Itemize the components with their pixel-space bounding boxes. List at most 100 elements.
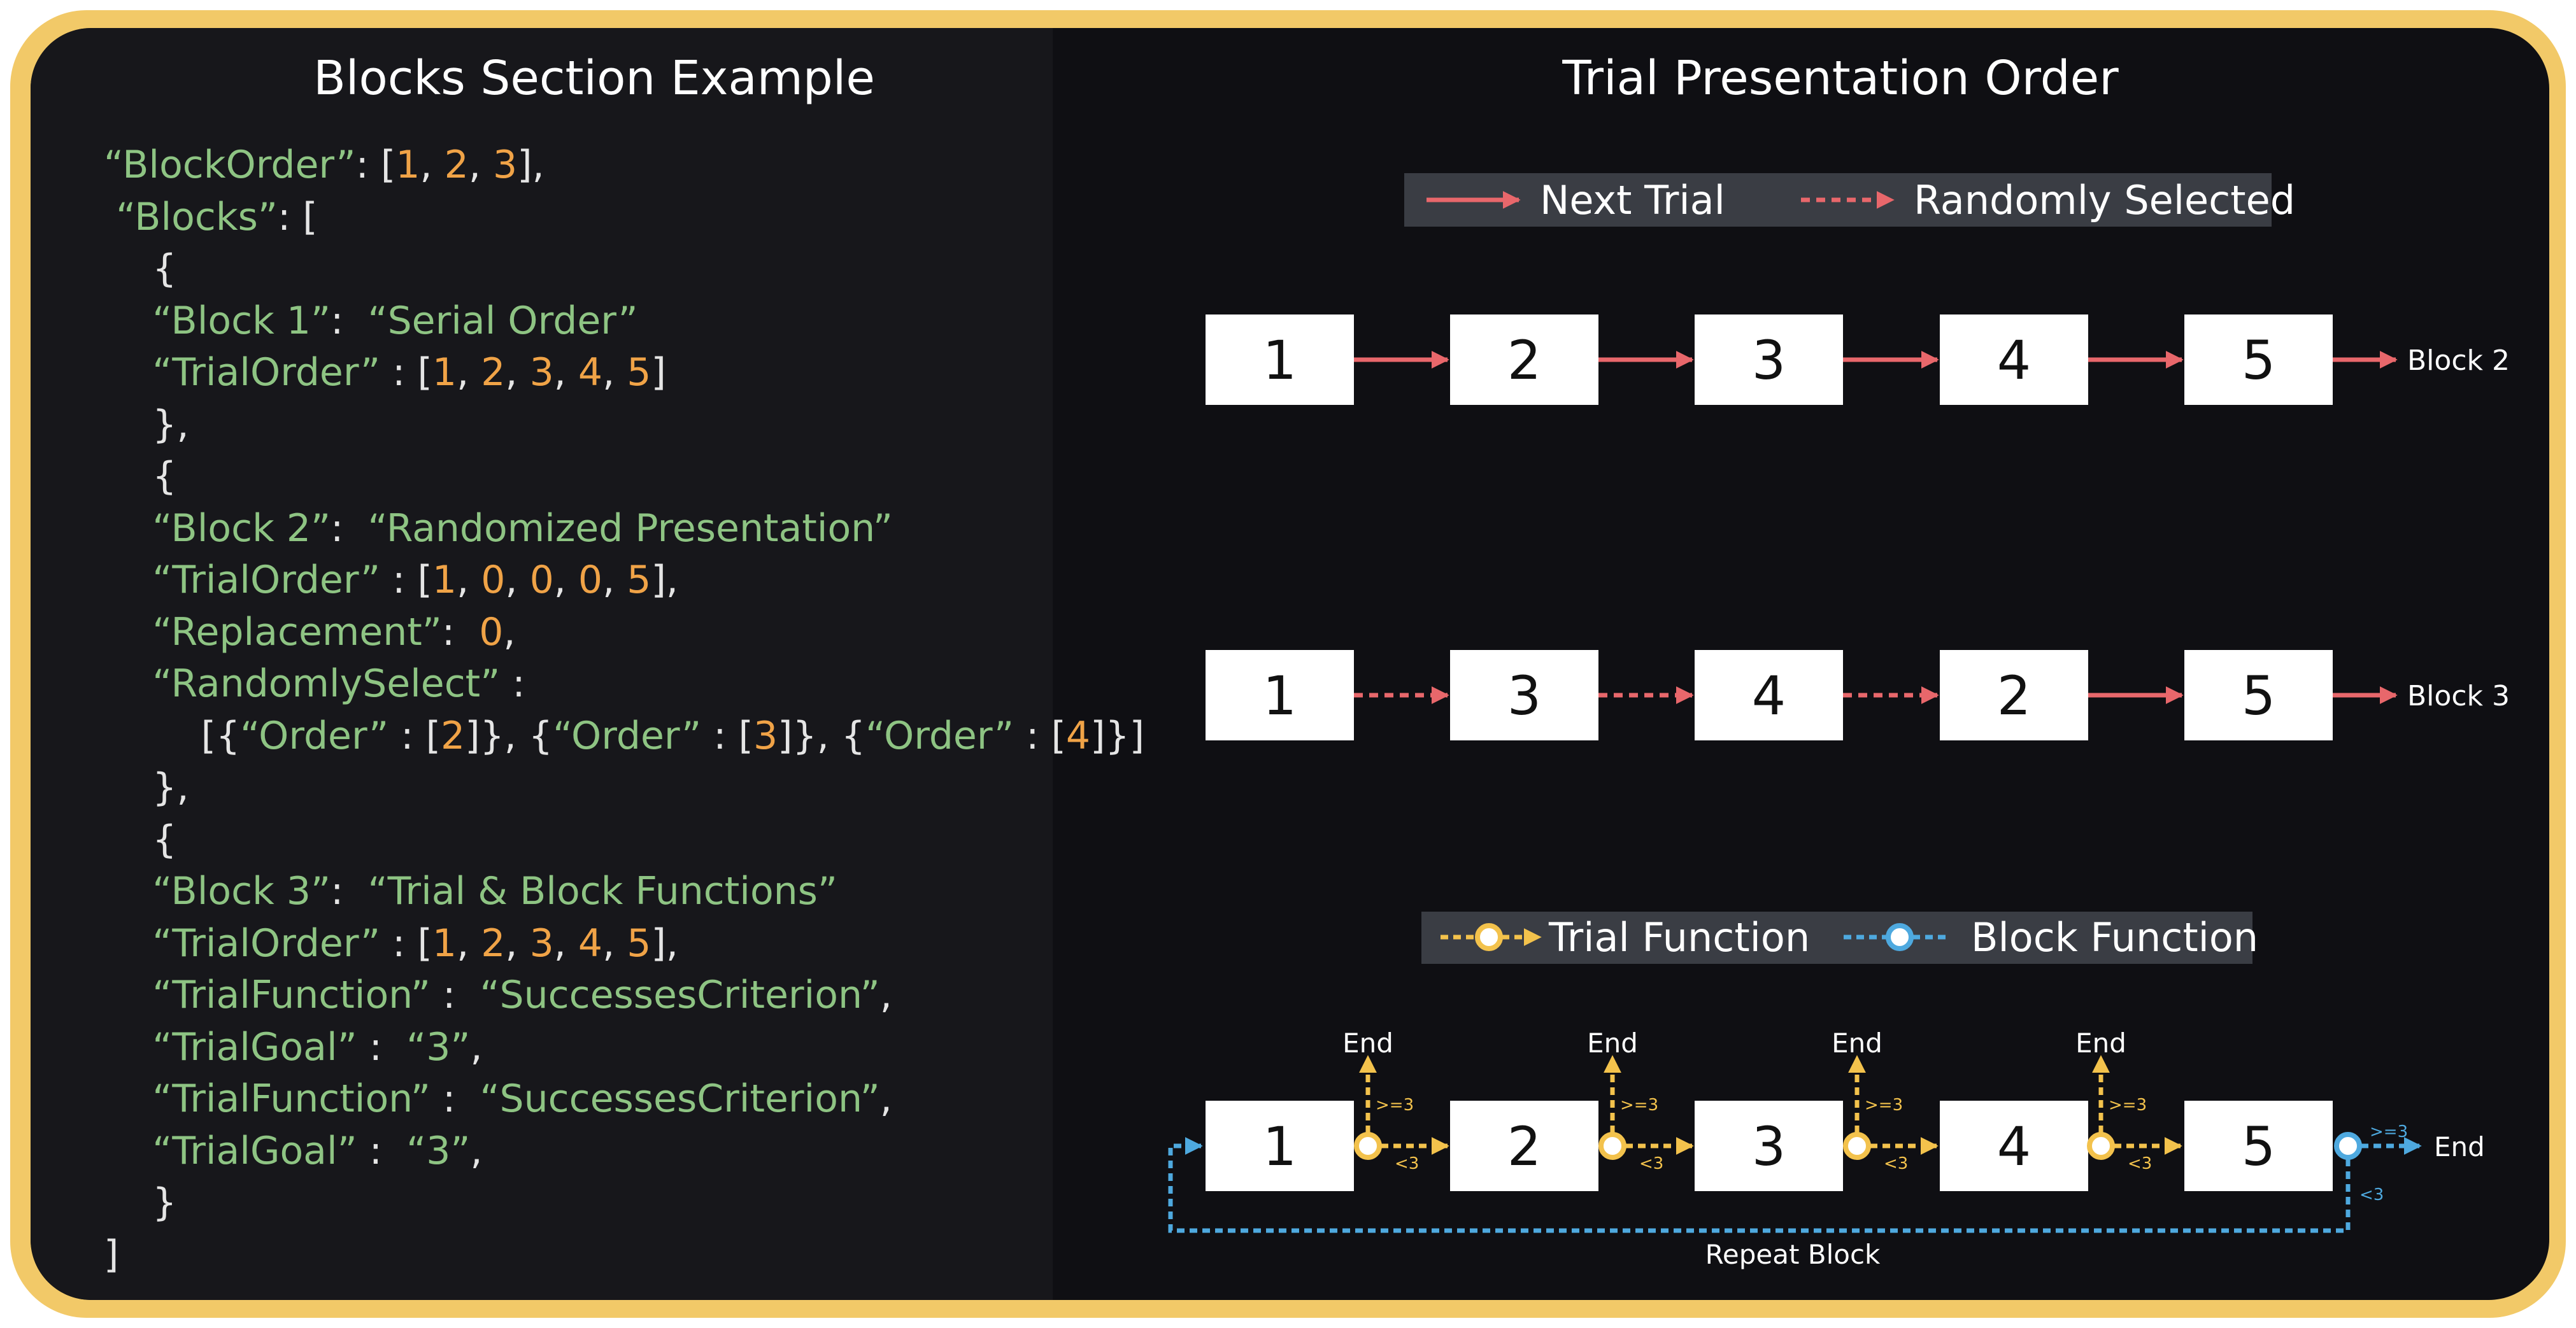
code-token: , (553, 558, 578, 602)
code-token: , (879, 973, 892, 1017)
code-token: 1 (395, 143, 420, 187)
criterion-met-label: >=3 (1865, 1096, 1903, 1115)
code-line: “Replacement”: 0, (104, 606, 515, 658)
code-token: “BlockOrder” (104, 143, 356, 187)
code-token: }, (104, 765, 189, 810)
code-token: “RandomlySelect” (104, 661, 501, 706)
trial-number: 1 (1263, 665, 1297, 727)
trial-number: 3 (1752, 1115, 1786, 1178)
code-token: “Order” (865, 713, 1014, 758)
next-block-label: Block 2 (2407, 344, 2510, 377)
code-token: 3 (529, 921, 554, 966)
trial-box (2184, 314, 2333, 405)
trial-box (1450, 1101, 1598, 1191)
code-token: : (331, 298, 368, 343)
right-panel-title: Trial Presentation Order (1562, 51, 2119, 106)
code-token: , (505, 350, 530, 395)
code-token: : [ (380, 921, 432, 966)
next-block-label: Block 3 (2407, 680, 2510, 712)
trial-number: 4 (1752, 665, 1786, 727)
code-token: 3 (529, 350, 554, 395)
left-panel-title: Blocks Section Example (313, 51, 875, 106)
code-token: , (420, 143, 445, 187)
trial-number: 4 (1997, 329, 2031, 392)
code-line: “TrialOrder” : [1, 0, 0, 0, 5], (104, 554, 678, 606)
trial-box (1450, 314, 1598, 405)
code-token: ] (651, 350, 666, 395)
criterion-not-met-label: <3 (2128, 1154, 2152, 1173)
code-line: “Block 2”: “Randomized Presentation” (104, 502, 893, 555)
code-token: “SuccessesCriterion” (480, 1077, 880, 1121)
code-token: 1 (432, 558, 457, 602)
code-token: } (104, 1180, 177, 1225)
code-token: “Replacement” (104, 609, 442, 654)
end-label: End (1587, 1028, 1638, 1059)
code-token: , (505, 558, 530, 602)
code-token: : (331, 505, 368, 551)
code-token: : (357, 1128, 407, 1173)
code-token: : [ (380, 558, 432, 602)
code-line: { (104, 243, 176, 295)
code-token: , (470, 1024, 483, 1070)
code-line: { (104, 814, 176, 866)
code-token: 5 (627, 558, 651, 602)
code-line: “RandomlySelect” : (104, 658, 525, 710)
trial-function-node (1354, 1132, 1382, 1160)
code-token: 5 (627, 921, 651, 966)
code-token: 0 (481, 558, 506, 602)
code-token: : [ (277, 194, 318, 239)
trial-number: 3 (1507, 665, 1541, 727)
code-token: , (553, 921, 578, 966)
code-token: “Serial Order” (367, 298, 638, 343)
end-label: End (1832, 1028, 1882, 1059)
code-line: “Blocks”: [ (104, 191, 318, 243)
code-token: “Randomized Presentation” (367, 505, 893, 551)
code-token: ], (651, 558, 678, 602)
code-line: [{“Order” : [2]}, {“Order” : [3]}, {“Ord… (104, 710, 1145, 762)
legend-trial-function: Trial Function (1548, 914, 1810, 961)
code-token: }, (104, 402, 189, 447)
trial-number: 1 (1263, 1115, 1297, 1178)
block-function-node-icon (1886, 923, 1914, 951)
code-token: , (457, 350, 481, 395)
code-token: “3” (406, 1024, 471, 1070)
code-token: , (505, 921, 530, 966)
code-token: “TrialFunction” (104, 1077, 431, 1121)
trial-number: 2 (1997, 665, 2031, 727)
trial-number: 3 (1752, 329, 1786, 392)
trial-function-node (1598, 1132, 1626, 1160)
code-token: : (441, 609, 480, 654)
code-line: “TrialOrder” : [1, 2, 3, 4, 5], (104, 917, 678, 970)
code-token: 3 (493, 143, 518, 187)
code-token: “TrialOrder” (104, 350, 381, 395)
code-token: : [ (388, 713, 441, 758)
code-token: “TrialGoal” (104, 1024, 357, 1070)
code-token: 2 (444, 143, 469, 187)
trial-number: 1 (1263, 329, 1297, 392)
trial-number: 5 (2242, 1115, 2275, 1178)
trial-number: 2 (1507, 1115, 1541, 1178)
code-token: , (457, 558, 481, 602)
trial-box (1940, 650, 2088, 740)
code-line: “TrialFunction” : “SuccessesCriterion”, (104, 1073, 892, 1125)
code-token: [{ (104, 713, 241, 758)
block-criterion-met-label: >=3 (2370, 1122, 2408, 1141)
code-token: : [ (701, 713, 753, 758)
trial-box (1695, 1101, 1843, 1191)
code-token: 0 (529, 558, 554, 602)
code-token: “Order” (553, 713, 702, 758)
code-token: 1 (432, 921, 457, 966)
code-line: “TrialGoal” : “3”, (104, 1125, 482, 1177)
code-token: “Block 2” (104, 505, 331, 551)
code-line: }, (104, 399, 189, 451)
code-token: 3 (753, 713, 778, 758)
code-token: : (357, 1024, 407, 1070)
legend-bottom: Trial Function Block Function (1421, 912, 2258, 964)
code-token: , (503, 609, 516, 654)
trial-function-node-icon (1475, 923, 1503, 951)
code-token: 4 (578, 921, 603, 966)
trial-box (1206, 314, 1354, 405)
code-token: 0 (479, 609, 504, 654)
code-token: “Order” (240, 713, 389, 758)
code-token: , (602, 350, 627, 395)
